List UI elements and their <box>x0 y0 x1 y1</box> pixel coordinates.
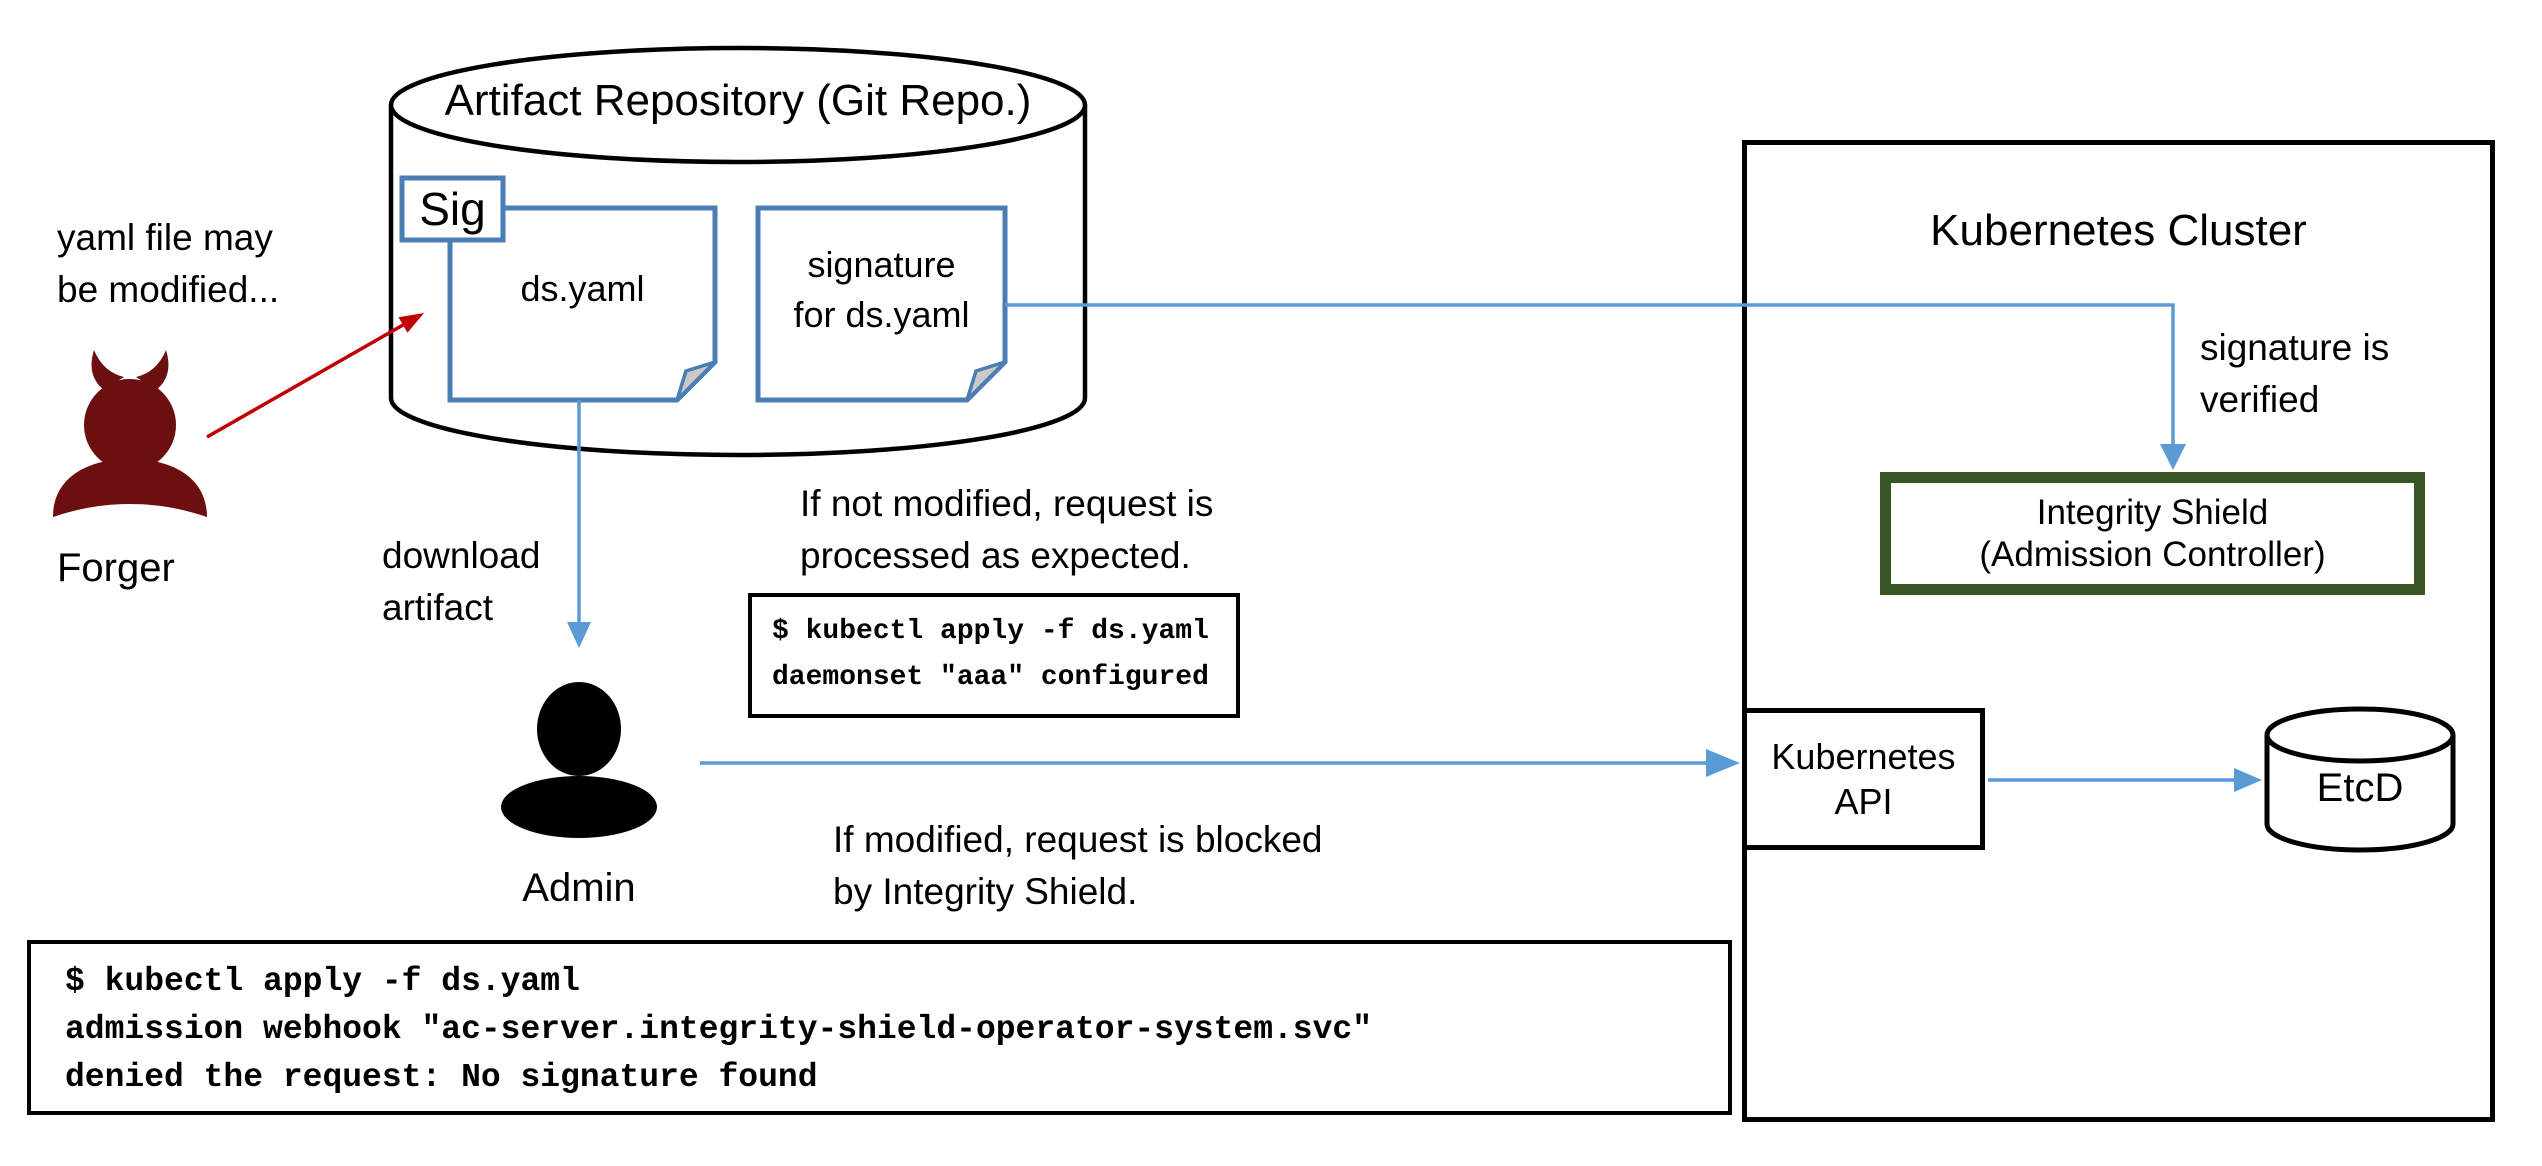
integrity-shield-box: Integrity Shield (Admission Controller) <box>1880 472 2425 595</box>
terminal-success-line1: $ kubectl apply -f ds.yaml <box>772 616 1209 647</box>
download-artifact-label: download artifact <box>382 535 541 628</box>
integrity-shield-label-line2: (Admission Controller) <box>1979 534 2326 574</box>
kubernetes-cluster-title: Kubernetes Cluster <box>1930 206 2307 255</box>
forger-label: Forger <box>57 546 175 590</box>
sig-tag-label: Sig <box>419 183 486 235</box>
signature-verified-label: signature is verified <box>2200 327 2390 420</box>
artifact-repository-title: Artifact Repository (Git Repo.) <box>444 76 1032 125</box>
kubernetes-api-label-line2: API <box>1834 781 1893 822</box>
etcd-label: EtcD <box>2316 766 2404 810</box>
kubernetes-api-box: Kubernetes API <box>1742 708 1985 850</box>
forger-devil-icon <box>53 350 207 517</box>
terminal-denied-line1: $ kubectl apply -f ds.yaml <box>65 963 580 1000</box>
admin-person-icon <box>501 682 657 838</box>
apply-request-arrow <box>700 749 1740 777</box>
forger-note-text: yaml file may be modified... <box>57 217 280 310</box>
kubernetes-cluster-box <box>1742 140 2495 1122</box>
terminal-success-line2: daemonset "aaa" configured <box>772 662 1209 693</box>
kubernetes-api-label-line1: Kubernetes <box>1771 736 1956 777</box>
ds-yaml-label: ds.yaml <box>520 268 645 309</box>
integrity-shield-label-line1: Integrity Shield <box>2036 492 2269 532</box>
terminal-output-success: $ kubectl apply -f ds.yaml daemonset "aa… <box>748 593 1240 718</box>
not-modified-caption: If not modified, request is processed as… <box>800 483 1214 576</box>
terminal-denied-line3: denied the request: No signature found <box>65 1059 818 1096</box>
admin-label: Admin <box>522 866 636 910</box>
terminal-output-denied: $ kubectl apply -f ds.yaml admission web… <box>27 940 1732 1115</box>
download-arrow <box>567 400 591 648</box>
modified-caption: If modified, request is blocked by Integ… <box>833 819 1323 912</box>
signature-note-label: signature for ds.yaml <box>793 244 970 335</box>
terminal-denied-line2: admission webhook "ac-server.integrity-s… <box>65 1011 1373 1048</box>
tamper-arrow <box>206 313 424 439</box>
